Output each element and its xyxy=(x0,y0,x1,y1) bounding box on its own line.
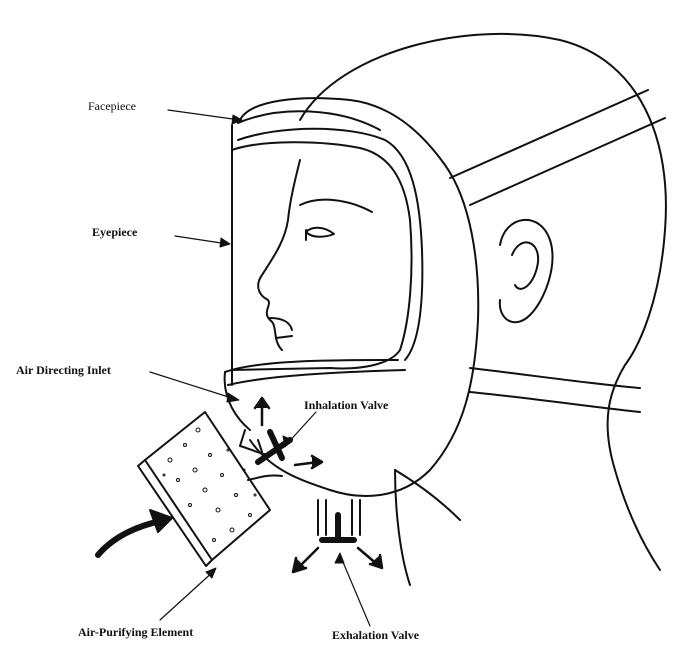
label-exhalation-valve: Exhalation Valve xyxy=(332,629,419,641)
face-profile xyxy=(258,160,300,350)
head-outline xyxy=(300,34,666,570)
inflow-arrow xyxy=(98,510,172,555)
eyebrow xyxy=(300,200,372,212)
top-strap xyxy=(450,90,665,205)
eye xyxy=(306,228,334,237)
ear-inner xyxy=(512,242,538,288)
leader-facepiece xyxy=(168,110,240,120)
exhalation-port xyxy=(318,500,360,540)
neck-strap xyxy=(470,368,640,412)
facepiece-rim-top xyxy=(238,111,380,130)
label-inhalation-valve: Inhalation Valve xyxy=(304,399,388,411)
leader-exhalation-valve xyxy=(340,555,370,626)
ear xyxy=(500,220,553,322)
eyepiece-frame-inner xyxy=(238,129,422,360)
eyepiece-frame-outer xyxy=(232,142,412,370)
label-air-directing-inlet: Air Directing Inlet xyxy=(16,364,111,376)
label-eyepiece: Eyepiece xyxy=(92,226,137,238)
chin-neck xyxy=(395,470,460,520)
label-air-purifying-element: Air-Purifying Element xyxy=(78,626,193,638)
lips xyxy=(276,336,292,338)
label-facepiece: Facepiece xyxy=(88,100,136,112)
leader-air-purifying-element xyxy=(160,570,215,620)
air-purifying-element xyxy=(138,412,270,566)
leader-arrowheads xyxy=(206,115,344,578)
facepiece-outer xyxy=(240,98,478,496)
